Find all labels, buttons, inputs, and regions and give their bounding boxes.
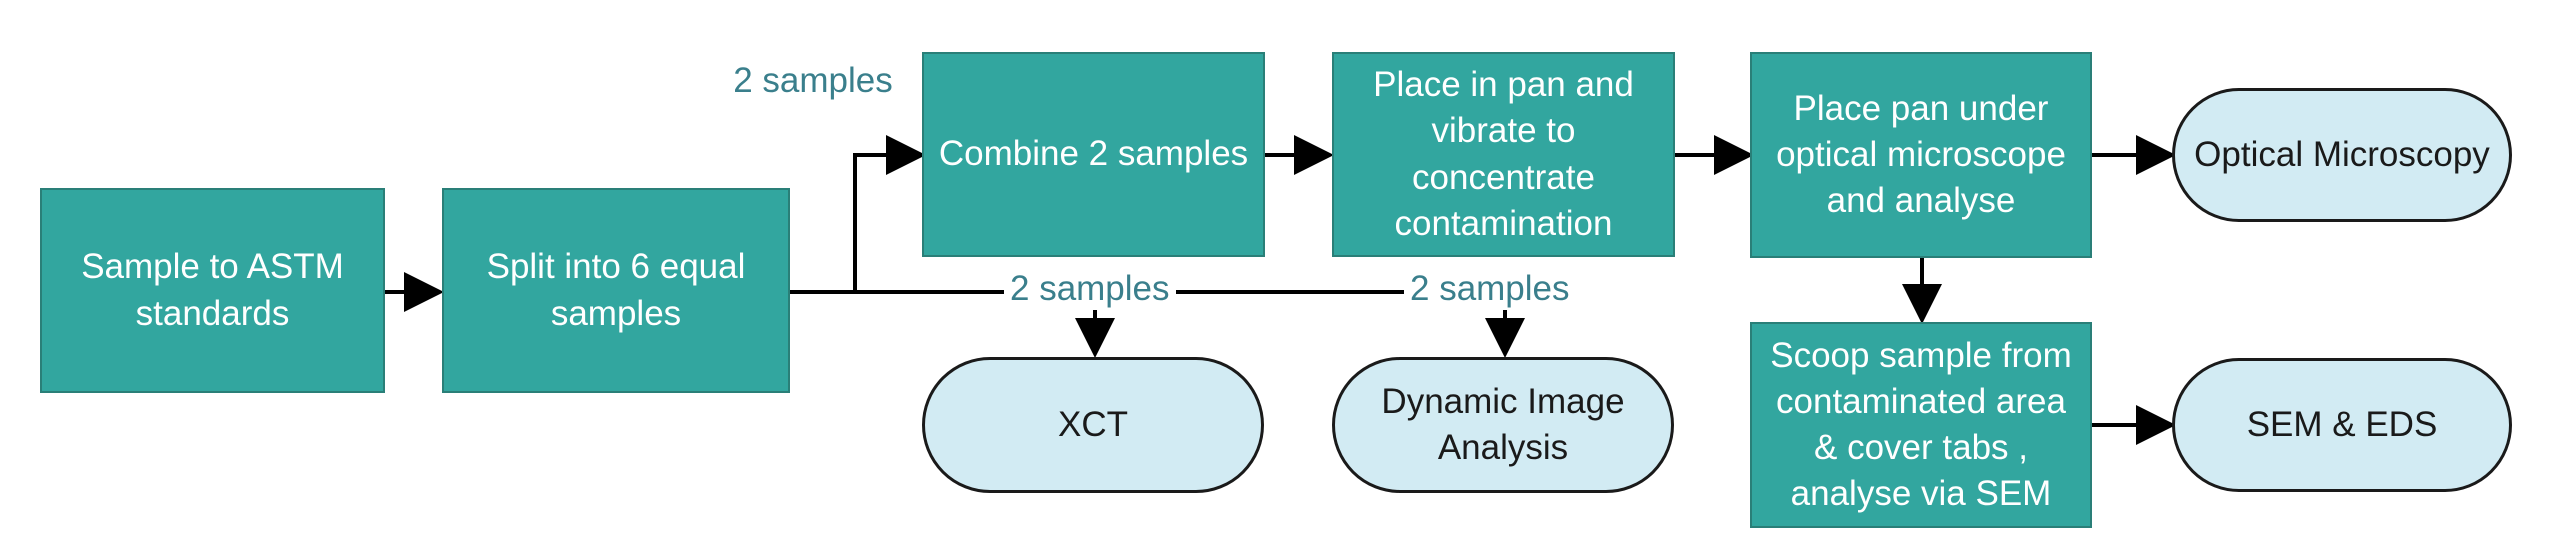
- edge-label-two-samples-xct: 2 samples: [1004, 268, 1176, 310]
- dia-terminal: Dynamic Image Analysis: [1332, 357, 1674, 493]
- split-box: Split into 6 equal samples: [442, 188, 790, 393]
- edge-label-two-samples-top: 2 samples: [733, 61, 893, 100]
- vibrate-box: Place in pan and vibrate to concentrate …: [1332, 52, 1675, 257]
- optical-place-box: Place pan under optical microscope and a…: [1750, 52, 2092, 258]
- sem-eds-terminal: SEM & EDS: [2172, 358, 2512, 492]
- scoop-box: Scoop sample from contaminated area & co…: [1750, 322, 2092, 528]
- sample-astm-box: Sample to ASTM standards: [40, 188, 385, 393]
- optical-microscopy-terminal: Optical Microscopy: [2172, 88, 2512, 222]
- combine-box: Combine 2 samples: [922, 52, 1265, 257]
- xct-terminal: XCT: [922, 357, 1264, 493]
- arrow-split-to-combine: [853, 135, 926, 292]
- edge-label-two-samples-dia: 2 samples: [1404, 268, 1576, 310]
